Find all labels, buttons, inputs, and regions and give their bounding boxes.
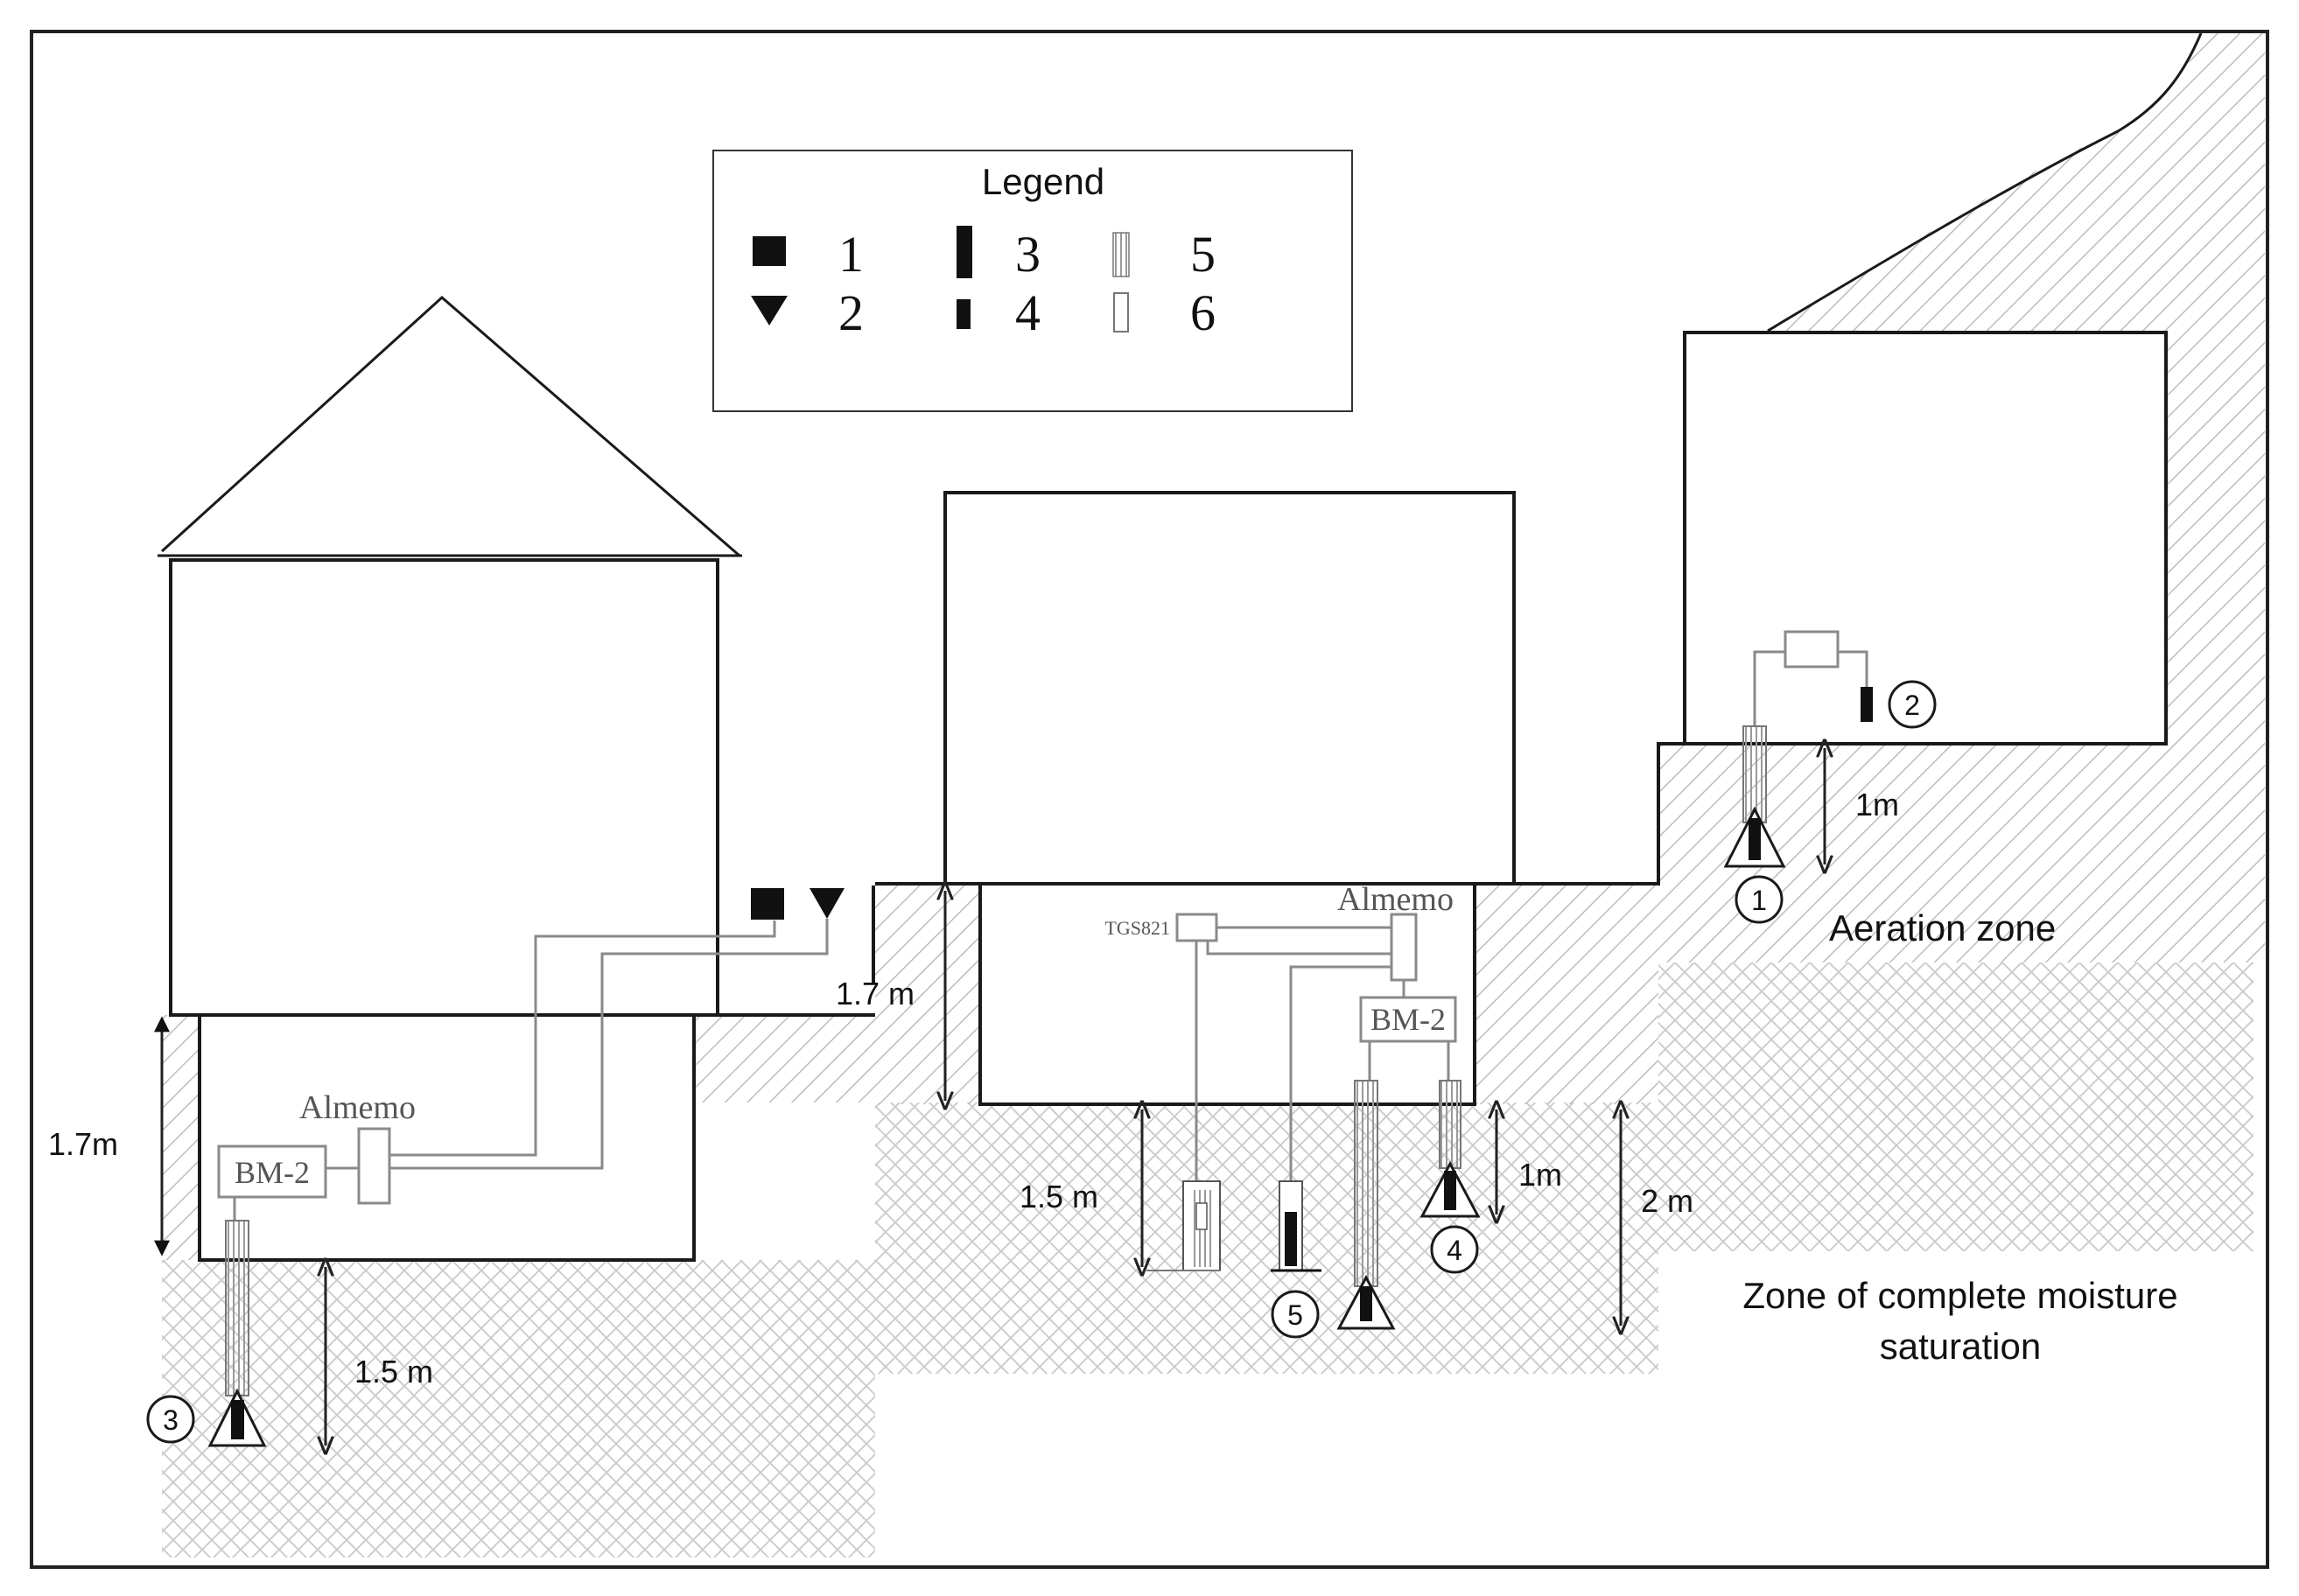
dim-label-right-1m: 1m [1855,787,1899,822]
short-bar-icon [957,299,971,329]
station-marker-3 [146,1395,195,1444]
legend: Legend 1 2 3 4 5 6 [712,150,1353,412]
right-logger-box [1784,630,1840,668]
dim-label-left-below: 1.5 m [354,1354,433,1390]
middle-cable [1195,926,1405,1186]
filled-square-icon [753,236,786,266]
station-marker-1 [1735,875,1784,924]
probe-5-short [1271,1180,1321,1272]
legend-label-3: 3 [1015,226,1041,283]
legend-label-6: 6 [1190,284,1216,341]
middle-bm2-box [1359,996,1457,1043]
left-almemo-box [357,1127,391,1205]
left-instruments: Almemo BM-2 3 [146,888,845,1447]
filled-triangle-icon [751,296,788,326]
station-label-4: 4 [1447,1235,1462,1266]
legend-label-5: 5 [1190,226,1216,283]
left-almemo-label: Almemo [299,1089,416,1126]
left-cable [389,919,829,1170]
probe-5-long [1336,1080,1396,1330]
outdoor-sensor-triangle-icon [810,888,845,919]
tgs-label: TGS821 [1104,917,1170,939]
legend-label-1: 1 [838,226,864,283]
station-marker-2 [1888,680,1937,729]
saturation-zone-label-line1: Zone of complete moisture [1742,1275,2177,1316]
middle-almemo-box [1390,913,1418,982]
station-label-1: 1 [1751,885,1767,916]
dim-label-middle-1m: 1m [1518,1157,1562,1193]
left-house [158,295,742,1262]
hillside-line [1767,32,2203,332]
station-label-5: 5 [1287,1299,1303,1331]
station-marker-5 [1271,1290,1320,1339]
station-label-3: 3 [163,1404,179,1436]
right-instruments: 2 1 [1723,630,1937,924]
legend-title: Legend [982,161,1104,202]
tall-bar-icon [957,226,972,278]
middle-bm2-label: BM-2 [1370,1002,1446,1037]
dim-label-middle-below: 1.5 m [1020,1179,1098,1214]
radon-detector-icon [1861,687,1873,722]
probe-4 [1419,1080,1481,1218]
tgs-box [1175,913,1218,942]
outdoor-sensor-square-icon [751,888,784,920]
station-label-2: 2 [1904,690,1920,721]
legend-label-2: 2 [838,284,864,341]
station-marker-4 [1430,1225,1479,1274]
open-bar-icon [1113,292,1129,332]
saturation-zone-label-line2: saturation [1880,1326,2041,1367]
probe-3 [207,1220,267,1447]
dim-label-middle-2m: 2 m [1641,1183,1693,1219]
legend-label-4: 4 [1015,284,1041,341]
middle-instruments: Almemo TGS821 BM-2 5 [1104,881,1481,1339]
soil-hatching [162,33,2265,1260]
aeration-zone-label: Aeration zone [1829,907,2056,948]
dim-label-middle-basement: 1.7 m [836,976,915,1012]
saturation-zone [162,962,2253,1558]
right-cable [1753,650,1868,726]
left-bm2-label: BM-2 [235,1155,310,1190]
tgs-probe [1146,1180,1221,1271]
dim-label-left-basement: 1.7m [48,1126,118,1162]
probe-1 [1723,725,1786,868]
middle-almemo-label: Almemo [1337,881,1454,918]
right-house [1683,331,2168,746]
left-bm2-box [217,1144,327,1199]
hatched-bar-icon [1112,232,1130,277]
dimension-arrows [154,748,1825,1446]
